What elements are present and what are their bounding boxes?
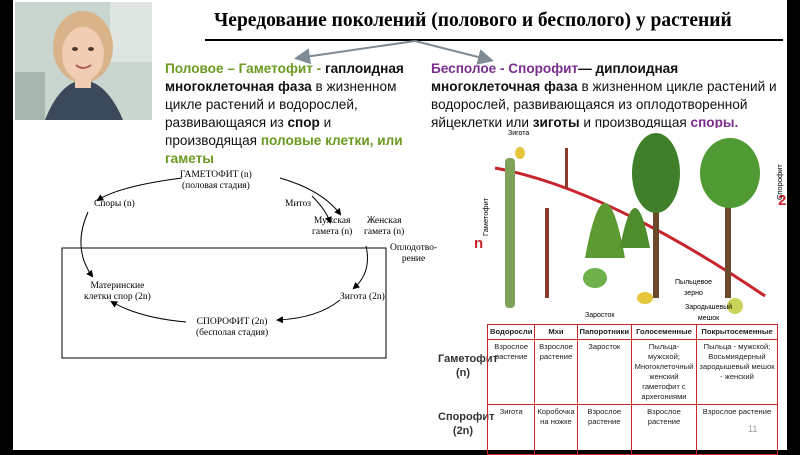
- cycle-female-gamete: Женская гамета (n): [364, 216, 405, 237]
- sporophyte-definition: Бесполое - Спорофит— диплоидная многокле…: [431, 61, 777, 130]
- row-label-sporophyte: Спорофит (2n): [438, 411, 495, 437]
- cycle-mother-cells: Материнские клетки спор (2n): [84, 281, 151, 302]
- table-cell: Взрослое растение: [534, 339, 578, 405]
- table-header-cell: Покрытосеменные: [695, 324, 778, 340]
- cycle-zygote: Зигота (2n): [340, 292, 385, 302]
- table-cell: Взрослое растение: [695, 404, 778, 455]
- ploidy-n-label: n: [474, 235, 484, 252]
- illus-pollen: Пыльцевое зерно: [675, 279, 713, 297]
- table-row: Взрослое растение Взрослое растение Заро…: [486, 339, 778, 405]
- table-cell: Взрослое растение: [576, 404, 632, 455]
- table-cell: Зигота: [486, 404, 536, 455]
- letterbox-right: [787, 0, 800, 450]
- cycle-gametophyte: ГАМЕТОФИТ (n) (половая стадия): [180, 170, 252, 191]
- table-cell: Пыльца - мужской; Восьмиядерный зародыше…: [695, 339, 778, 405]
- cycle-spores: Споры (n): [94, 199, 135, 209]
- illus-gametophyte-vertical: Гаметофит: [481, 197, 490, 236]
- gametophyte-definition: Половое – Гаметофит - гаплоидная многокл…: [165, 61, 404, 166]
- illus-zygote: Зигота: [508, 130, 530, 137]
- generations-table: Водоросли Мхи Папоротники Голосеменные П…: [486, 324, 778, 455]
- table-cell: Взрослое растение: [486, 339, 536, 405]
- plants-drawing: [494, 133, 766, 314]
- table-cell: Коробочка на ножке: [534, 404, 578, 455]
- presenter-webcam: [15, 2, 152, 120]
- letterbox-left: [0, 0, 13, 450]
- cycle-male-gamete: Мужская гамета (n): [312, 216, 353, 237]
- table-cell: Заросток: [576, 339, 632, 405]
- sporophyte-box: [61, 247, 387, 359]
- cycle-mitosis: Митоз: [285, 199, 312, 209]
- table-header-cell: Водоросли: [486, 324, 536, 340]
- illus-sporophyte-vertical: Спорофит: [775, 164, 784, 200]
- table-header-cell: Папоротники: [576, 324, 632, 340]
- table-cell: Пыльца- мужской; Многоклеточный женский …: [630, 339, 697, 405]
- title-underline: [205, 39, 783, 41]
- illus-prothallus: Заросток: [585, 312, 615, 319]
- cycle-fertilization: Оплодотво- рение: [390, 243, 438, 264]
- ploidy-curve: [494, 166, 766, 298]
- table-header-cell: Голосеменные: [630, 324, 697, 340]
- row-label-gametophyte: Гаметофит (n): [438, 353, 499, 379]
- table-cell: Взрослое растение: [630, 404, 697, 455]
- plant-illustration: [485, 128, 781, 320]
- sporophyte-term: Бесполое - Спорофит: [431, 61, 579, 76]
- slide-title: Чередование поколений (полового и беспол…: [214, 10, 732, 31]
- table-row: Зигота Коробочка на ножке Взрослое расте…: [486, 404, 778, 455]
- table-header-cell: Мхи: [534, 324, 578, 340]
- presenter-image: [15, 2, 152, 120]
- gametophyte-term: Половое – Гаметофит -: [165, 61, 322, 76]
- illus-embryo-sac: Зародышевый мешок: [685, 304, 733, 322]
- table-header-row: Водоросли Мхи Папоротники Голосеменные П…: [486, 324, 778, 340]
- arrow-to-sporophyte: [414, 40, 494, 65]
- arrow-to-gametophyte: [294, 40, 416, 65]
- cycle-sporophyte: СПОРОФИТ (2n) (бесполая стадия): [196, 317, 269, 338]
- page-number: 11: [748, 424, 758, 434]
